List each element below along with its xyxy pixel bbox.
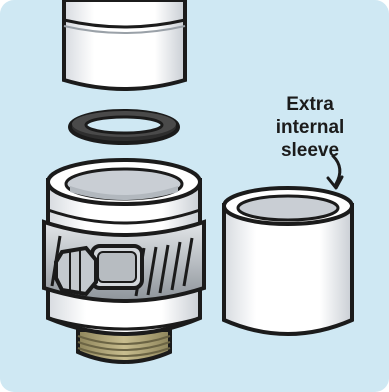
hose-clamp xyxy=(44,222,204,301)
callout-line-2: internal xyxy=(262,116,358,139)
callout-line-1: Extra xyxy=(262,93,358,116)
clamp-screw-head xyxy=(56,248,96,294)
extra-internal-sleeve xyxy=(224,188,352,334)
sleeve-callout-label: Extra internal sleeve xyxy=(262,93,358,162)
upper-pipe xyxy=(64,0,185,89)
callout-line-3: sleeve xyxy=(262,139,358,162)
rubber-washer xyxy=(70,111,178,143)
